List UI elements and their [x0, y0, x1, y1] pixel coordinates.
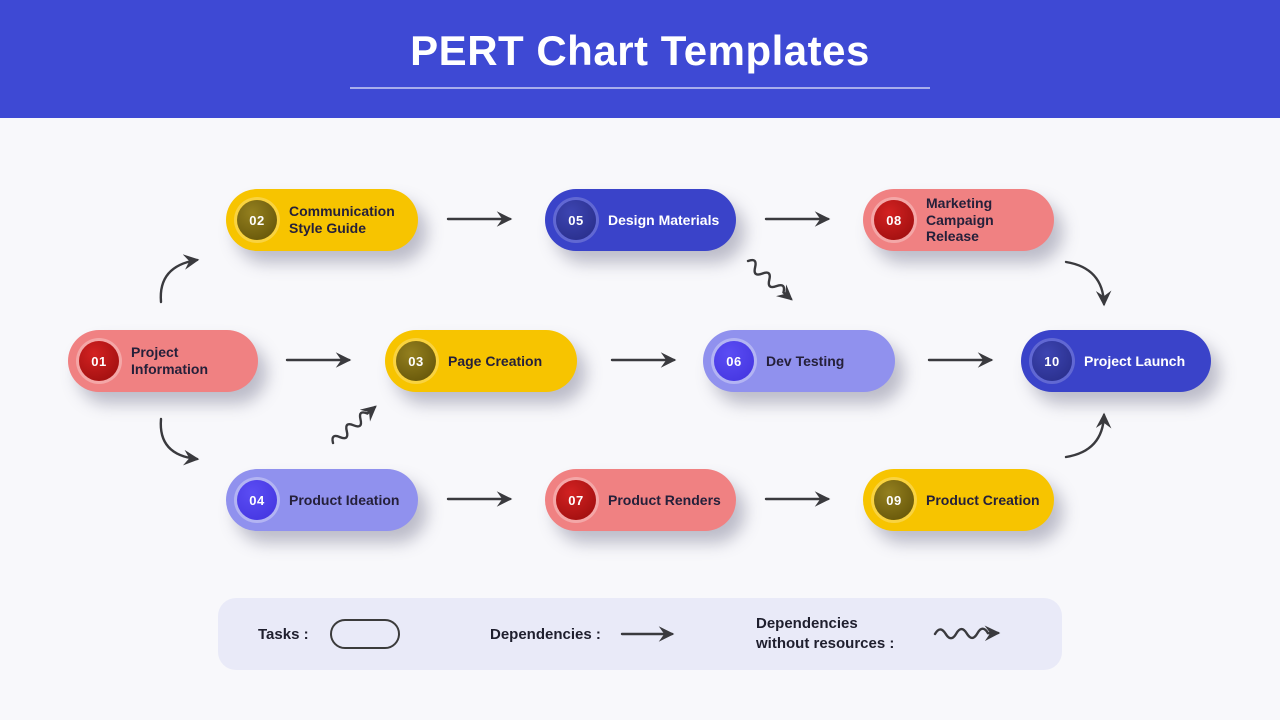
task-number-badge: 06: [714, 341, 754, 381]
legend-dependencies-label: Dependencies :: [490, 625, 601, 643]
task-label: Product Renders: [608, 491, 721, 508]
legend: Tasks : Dependencies : Dependencies with…: [218, 598, 1062, 670]
task-node-03[interactable]: 03 Page Creation: [385, 330, 577, 392]
legend-tasks-label: Tasks :: [258, 625, 309, 643]
squiggle-arrow-glyph: [933, 625, 1001, 642]
task-node-04[interactable]: 04 Product Ideation: [226, 469, 418, 531]
task-node-01[interactable]: 01 Project Information: [68, 330, 258, 392]
task-node-09[interactable]: 09 Product Creation: [863, 469, 1054, 531]
task-label: Design Materials: [608, 211, 720, 228]
squiggle-arrow-icon: [933, 625, 1001, 642]
task-number-badge: 01: [79, 341, 119, 381]
task-label: Marketing Campaign Release: [926, 194, 994, 245]
title-underline: [350, 86, 930, 89]
task-number-badge: 09: [874, 480, 914, 520]
task-node-05[interactable]: 05 Design Materials: [545, 189, 736, 251]
task-label: Project Launch: [1084, 352, 1186, 369]
task-number-badge: 05: [556, 200, 596, 240]
task-number-badge: 10: [1032, 341, 1072, 381]
task-number-badge: 02: [237, 200, 277, 240]
task-label: Product Ideation: [289, 491, 400, 508]
task-number-badge: 07: [556, 480, 596, 520]
task-label: Project Information: [131, 344, 208, 377]
task-node-08[interactable]: 08 Marketing Campaign Release: [863, 189, 1054, 251]
task-pill-icon: [330, 619, 400, 649]
task-label: Communication Style Guide: [289, 203, 395, 236]
task-node-02[interactable]: 02 Communication Style Guide: [226, 189, 418, 251]
page-title: PERT Chart Templates: [410, 26, 870, 74]
task-number-badge: 04: [237, 480, 277, 520]
task-node-07[interactable]: 07 Product Renders: [545, 469, 736, 531]
task-label: Product Creation: [926, 491, 1040, 508]
task-node-06[interactable]: 06 Dev Testing: [703, 330, 895, 392]
legend-dependencies-without-label: Dependencies without resources :: [756, 614, 895, 652]
task-label: Page Creation: [448, 352, 543, 369]
task-node-10[interactable]: 10 Project Launch: [1021, 330, 1211, 392]
task-number-badge: 08: [874, 200, 914, 240]
header-banner: PERT Chart Templates: [0, 0, 1280, 118]
task-label: Dev Testing: [766, 352, 845, 369]
task-number-badge: 03: [396, 341, 436, 381]
dependency-arrow-icon: [620, 626, 675, 642]
